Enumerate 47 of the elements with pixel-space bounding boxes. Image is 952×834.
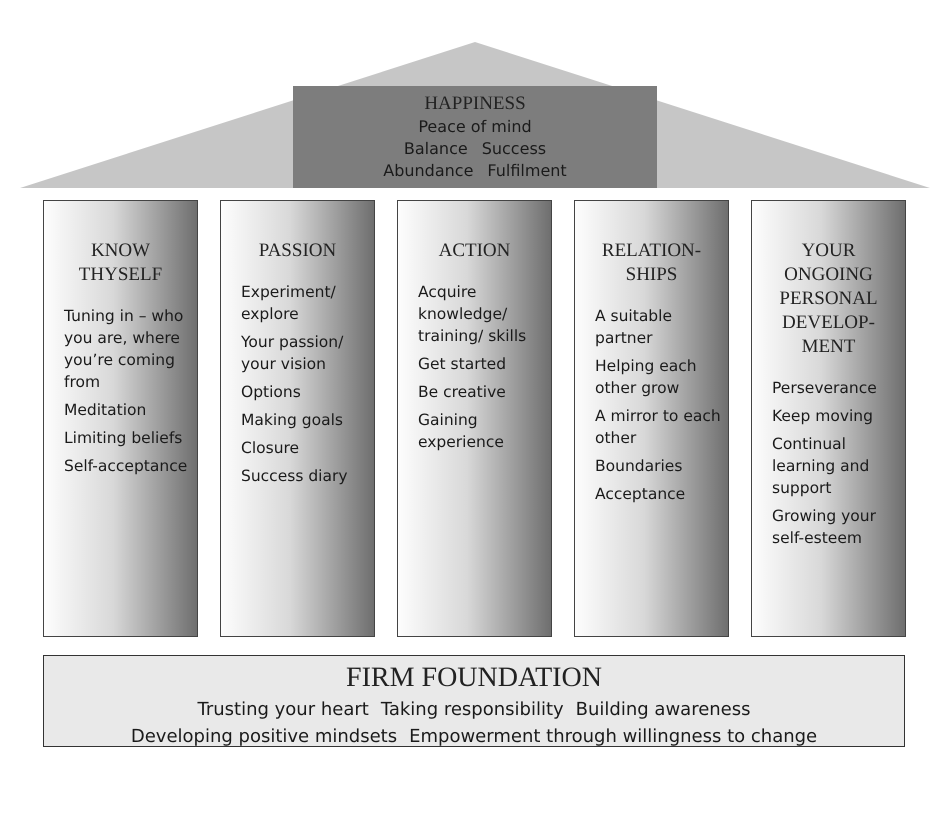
list-item: Abundance bbox=[383, 160, 474, 182]
list-item: Closure bbox=[241, 438, 300, 459]
heading: KNOW THYSELF bbox=[78, 239, 164, 287]
pillar bbox=[397, 200, 552, 637]
roof-panel bbox=[293, 86, 657, 188]
list-item: Boundaries bbox=[595, 456, 684, 477]
list-item: Get started bbox=[418, 354, 508, 375]
list-item: Balance bbox=[404, 138, 468, 160]
list-item: Be creative bbox=[418, 382, 507, 403]
heading: ACTION bbox=[438, 239, 512, 263]
list-item: Meditation bbox=[64, 400, 148, 421]
list-item: Gaining experience bbox=[418, 410, 505, 453]
list-item: Keep moving bbox=[772, 406, 874, 427]
list-item: Developing positive mindsets bbox=[130, 725, 398, 749]
foundation-panel bbox=[43, 655, 905, 747]
pillar bbox=[220, 200, 375, 637]
pillar bbox=[43, 200, 198, 637]
list-item: Acceptance bbox=[595, 484, 686, 505]
list-item: Experiment/ explore bbox=[241, 282, 337, 325]
list-item: A suitable partner bbox=[595, 306, 673, 349]
list-item: Acquire knowledge/ training/ skills bbox=[418, 282, 528, 347]
list-item: Taking responsibility bbox=[380, 698, 564, 722]
heading: YOUR ONGOING PERSONAL DEVELOP-MENT bbox=[778, 239, 879, 359]
list-item: Success diary bbox=[241, 466, 349, 487]
list-item: Fulfilment bbox=[487, 160, 567, 182]
list-item: Perseverance bbox=[772, 378, 878, 399]
list-item: Building awareness bbox=[576, 698, 751, 722]
heading: FIRM FOUNDATION bbox=[345, 661, 603, 695]
list-item: Your passion/ your vision bbox=[241, 332, 344, 375]
list-item: Empowerment through willingness to change bbox=[409, 725, 818, 749]
heading: PASSION bbox=[258, 239, 338, 263]
heading: HAPPINESS bbox=[423, 92, 527, 116]
list-item: Growing your self-esteem bbox=[772, 506, 877, 549]
list-item: Continual learning and support bbox=[772, 434, 870, 499]
list-item: Limiting beliefs bbox=[64, 428, 184, 449]
list-item: Tuning in – who you are, where you’re coming from bbox=[64, 306, 184, 393]
pillar bbox=[574, 200, 729, 637]
list-item: Trusting your heart bbox=[197, 698, 369, 722]
pillar bbox=[751, 200, 906, 637]
list-item: Peace of mind bbox=[418, 116, 532, 138]
list-item: Helping each other grow bbox=[595, 356, 698, 399]
list-item: Success bbox=[482, 138, 546, 160]
list-item: A mirror to each other bbox=[595, 406, 722, 449]
list-item: Self-acceptance bbox=[64, 456, 188, 477]
list-item: Making goals bbox=[241, 410, 344, 431]
list-item: Options bbox=[241, 382, 302, 403]
heading: RELATION-SHIPS bbox=[600, 239, 702, 287]
